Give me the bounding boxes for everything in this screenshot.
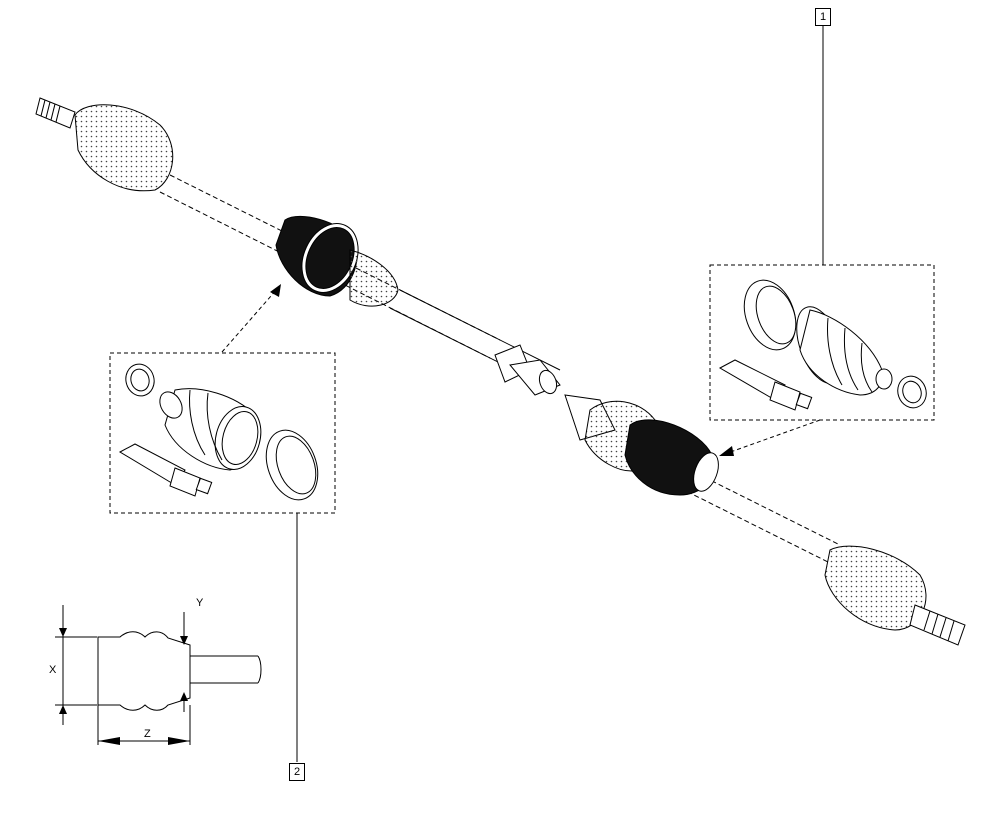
right-outer-cv-joint	[824, 545, 927, 631]
dimension-z-label: Z	[144, 728, 151, 740]
small-clamp-icon	[125, 363, 155, 397]
boot-icon	[159, 388, 262, 471]
kit-box-2	[109, 352, 336, 514]
boot-icon	[796, 306, 884, 396]
leader-lines	[221, 25, 824, 762]
callout-2: 2	[289, 763, 305, 781]
right-spline-end	[909, 604, 966, 646]
callout-1: 1	[815, 8, 831, 26]
small-clamp-icon	[875, 368, 927, 409]
clamp-ring-icon	[743, 279, 797, 351]
dimension-inset	[55, 605, 262, 745]
dimension-arrows	[59, 628, 190, 745]
right-inner-cv-joint	[584, 400, 719, 496]
grease-tube-icon	[718, 359, 813, 411]
clamp-ring-icon	[265, 429, 319, 501]
left-inner-boot	[275, 216, 399, 307]
left-outer-cv-joint	[74, 104, 174, 192]
dimension-x-label: X	[49, 664, 57, 676]
grease-tube-icon	[118, 443, 213, 497]
arrow-heads	[270, 284, 734, 456]
left-spline-end	[35, 97, 76, 129]
dimension-y-label: Y	[196, 597, 204, 609]
kit-box-1	[709, 264, 935, 421]
